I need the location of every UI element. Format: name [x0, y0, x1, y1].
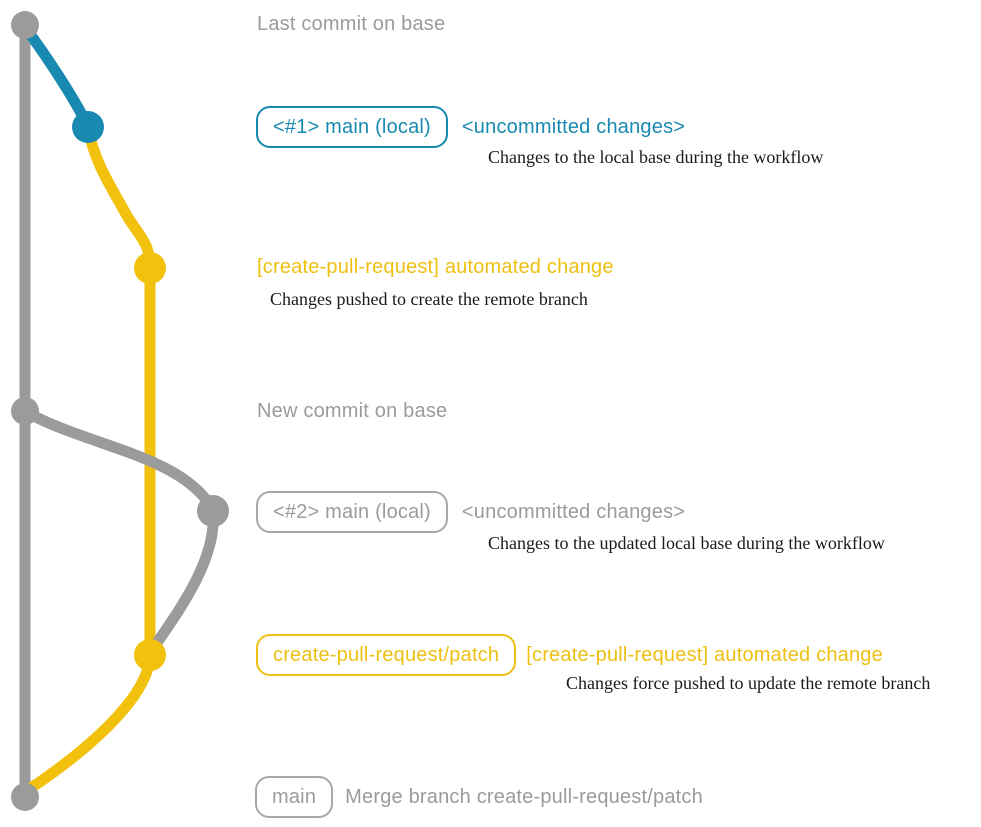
branch-badge-main: main — [255, 776, 334, 818]
commit-title-uncommitted-1: <uncommitted changes> — [461, 116, 686, 138]
commit-title-uncommitted-2: <uncommitted changes> — [461, 501, 686, 523]
branch-badge-main-local-2: <#2> main (local) — [256, 491, 448, 533]
note-uncommitted-2: Changes to the updated local base during… — [488, 533, 885, 553]
patch-branch-line-upper — [82, 122, 156, 274]
commit-node-automated-1 — [134, 252, 166, 284]
commit-node-merge — [11, 783, 39, 811]
label-last-commit-on-base: Last commit on base — [257, 13, 446, 35]
commit-node-last-base — [11, 11, 39, 39]
row-patch-branch: create-pull-request/patch [create-pull-r… — [256, 634, 883, 676]
note-uncommitted-1: Changes to the local base during the wor… — [488, 147, 824, 167]
commit-title-merge: Merge branch create-pull-request/patch — [345, 786, 703, 808]
commit-title-automated-2: [create-pull-request] automated change — [526, 644, 883, 666]
commit-node-automated-2 — [134, 639, 166, 671]
local-change-line-2 — [20, 406, 218, 514]
local-change-line-1 — [21, 24, 94, 133]
commit-title-automated-1: [create-pull-request] automated change — [257, 256, 614, 278]
row-merge-commit: main Merge branch create-pull-request/pa… — [255, 776, 703, 818]
label-new-commit-on-base: New commit on base — [257, 400, 448, 422]
commit-node-local-2 — [197, 495, 229, 527]
note-automated-2: Changes force pushed to update the remot… — [566, 673, 931, 693]
branch-badge-patch: create-pull-request/patch — [256, 634, 517, 676]
note-automated-1: Changes pushed to create the remote bran… — [270, 289, 588, 309]
local-rebase-line — [146, 506, 219, 656]
row-main-local-2: <#2> main (local) <uncommitted changes> — [256, 491, 685, 533]
row-main-local-1: <#1> main (local) <uncommitted changes> — [256, 106, 685, 148]
patch-branch-merge-line — [22, 652, 156, 796]
branch-badge-main-local-1: <#1> main (local) — [256, 106, 448, 148]
commit-node-local-1 — [72, 111, 104, 143]
commit-node-new-base — [11, 397, 39, 425]
